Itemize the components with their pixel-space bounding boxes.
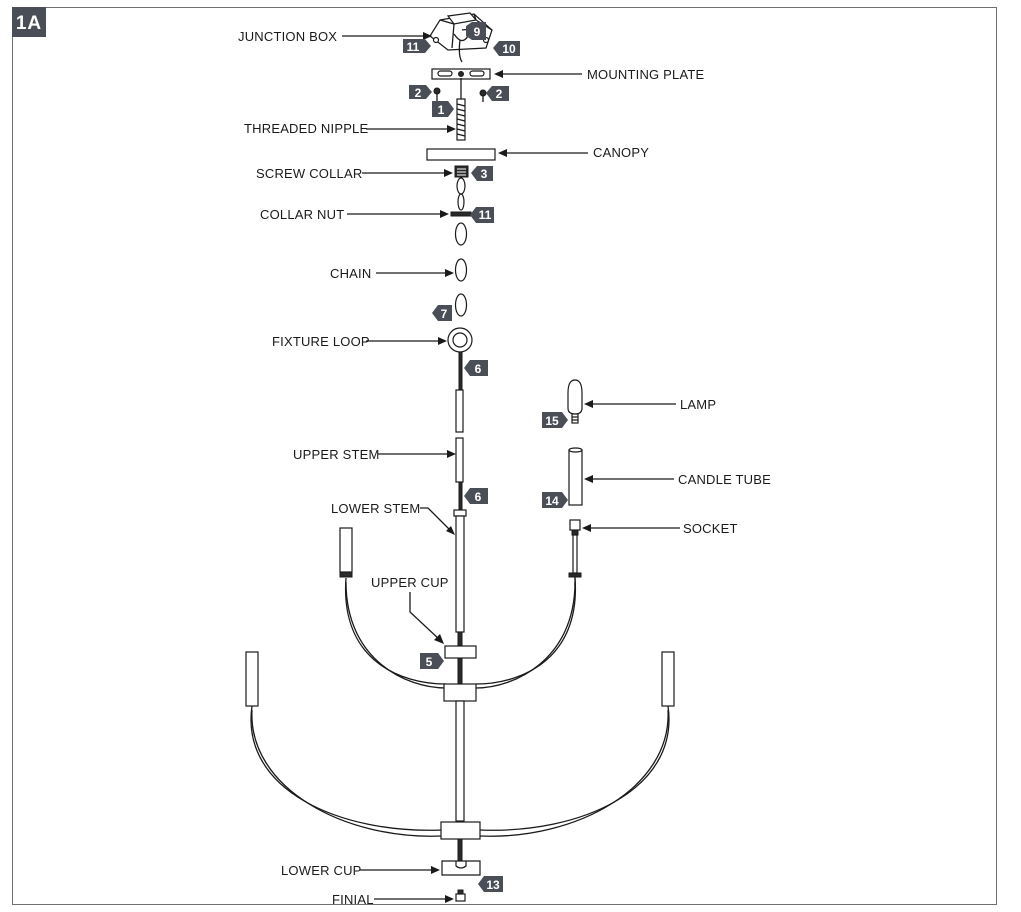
- label-chain: CHAIN: [330, 266, 371, 281]
- screw-collar-part: [454, 165, 469, 178]
- threaded-nipple-part: [456, 78, 466, 141]
- label-upper-stem: UPPER STEM: [293, 447, 380, 462]
- svg-text:15: 15: [545, 414, 559, 428]
- svg-text:13: 13: [486, 878, 500, 892]
- badge-6-upper: 6: [464, 360, 488, 376]
- svg-text:11: 11: [407, 40, 420, 54]
- svg-text:11: 11: [479, 208, 492, 222]
- svg-text:5: 5: [426, 655, 433, 669]
- label-socket: SOCKET: [683, 521, 738, 536]
- badge-14: 14: [542, 492, 568, 508]
- canopy-part: [426, 148, 496, 161]
- badge-10: 10: [493, 41, 520, 56]
- label-lamp: LAMP: [680, 397, 716, 412]
- svg-text:1A: 1A: [16, 13, 42, 34]
- diagram-frame: [12, 7, 997, 905]
- mounting-plate-part: [431, 68, 491, 80]
- chain-part: [454, 177, 468, 317]
- badge-2-right: 2: [486, 86, 509, 101]
- candle-tube-part: [568, 447, 583, 506]
- svg-text:2: 2: [496, 87, 503, 101]
- badge-11-collar: 11: [470, 207, 494, 223]
- svg-text:3: 3: [481, 167, 488, 181]
- lower-cup-part: [441, 860, 481, 876]
- collar-nut-part: [450, 211, 472, 217]
- badge-11-junction: 11: [403, 39, 431, 54]
- leader-lines: [342, 32, 680, 903]
- label-threaded-nipple: THREADED NIPPLE: [244, 121, 368, 136]
- label-collar-nut: COLLAR NUT: [260, 207, 344, 222]
- label-candle-tube: CANDLE TUBE: [678, 472, 771, 487]
- fixture-loop-part: [447, 327, 473, 353]
- badge-6-lower: 6: [464, 488, 488, 504]
- badge-3: 3: [471, 166, 493, 181]
- badge-5: 5: [420, 653, 444, 669]
- svg-text:1: 1: [438, 103, 445, 117]
- svg-text:9: 9: [474, 25, 481, 39]
- label-screw-collar: SCREW COLLAR: [256, 166, 362, 181]
- upper-arms-part: [339, 527, 576, 822]
- label-junction-box: JUNCTION BOX: [238, 29, 337, 44]
- number-badges: 9 11 10 2 2 1 3: [403, 22, 568, 892]
- badge-13: 13: [478, 876, 503, 892]
- part-labels: JUNCTION BOX MOUNTING PLATE THREADED NIP…: [238, 29, 771, 907]
- svg-text:7: 7: [441, 307, 448, 321]
- svg-text:6: 6: [475, 362, 482, 376]
- label-mounting-plate: MOUNTING PLATE: [587, 67, 705, 82]
- label-lower-stem: LOWER STEM: [331, 501, 420, 516]
- upper-cup-part: [444, 645, 477, 659]
- svg-text:14: 14: [545, 494, 559, 508]
- svg-text:6: 6: [475, 490, 482, 504]
- label-finial: FINIAL: [332, 892, 374, 907]
- label-canopy: CANOPY: [593, 145, 649, 160]
- socket-part: [568, 519, 582, 586]
- svg-text:10: 10: [502, 42, 516, 56]
- badge-15: 15: [542, 412, 568, 428]
- center-stem-assembly: [453, 351, 467, 647]
- lamp-part: [567, 379, 583, 424]
- badge-2-left: 2: [409, 85, 432, 100]
- svg-text:2: 2: [415, 86, 422, 100]
- badge-9: 9: [466, 22, 486, 40]
- label-lower-cup: LOWER CUP: [281, 863, 362, 878]
- badge-1: 1: [432, 101, 454, 117]
- label-fixture-loop: FIXTURE LOOP: [272, 334, 370, 349]
- finial-part: [455, 889, 466, 902]
- badge-7: 7: [432, 305, 452, 321]
- corner-tag: 1A: [12, 7, 46, 37]
- label-upper-cup: UPPER CUP: [371, 575, 449, 590]
- lower-arms-part: [245, 651, 675, 862]
